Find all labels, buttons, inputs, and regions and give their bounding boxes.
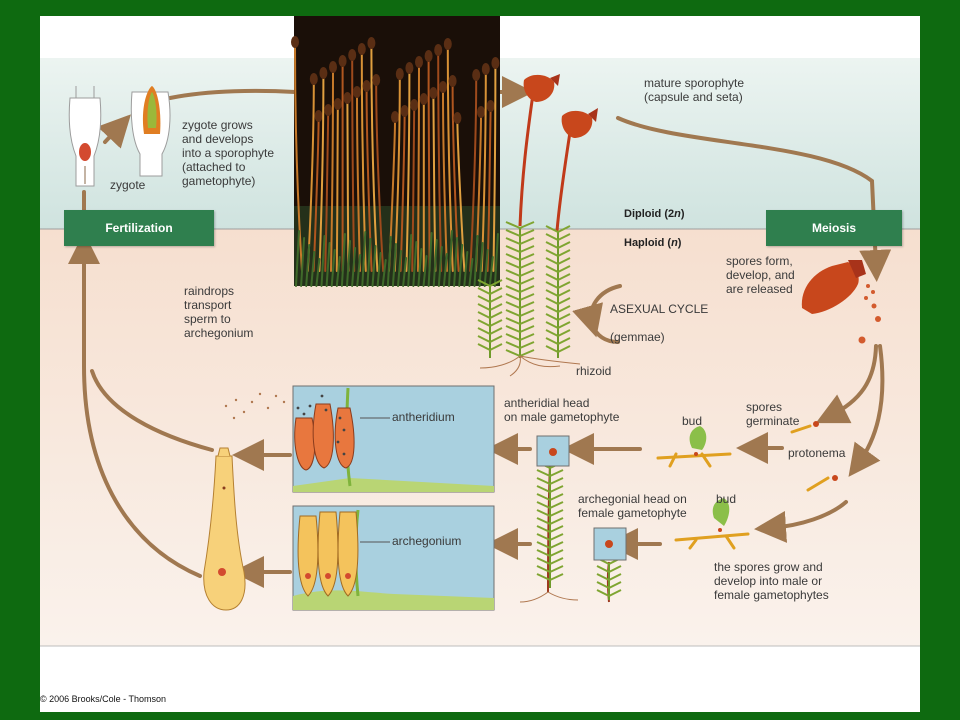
mature-sporophyte-label: mature sporophyte (capsule and seta) bbox=[644, 76, 745, 104]
arrow-zygote-to-photo bbox=[168, 88, 297, 100]
diploid-label: Diploid (2n) bbox=[624, 208, 685, 220]
cycle-arrows bbox=[68, 76, 892, 588]
zygote-grows-label: zygote grows and develops into a sporoph… bbox=[182, 118, 275, 188]
antheridial-head-label: antheridial head on male gametophyte bbox=[504, 396, 620, 424]
asexual-cycle-label: ASEXUAL CYCLE bbox=[610, 302, 709, 316]
archegonium-label: archegonium bbox=[392, 534, 462, 548]
zygote-cell-illustration bbox=[68, 86, 102, 187]
arrow-gemmae bbox=[590, 322, 620, 344]
moss-photo-image bbox=[291, 16, 500, 287]
spores-germinate-label: spores germinate bbox=[746, 400, 800, 428]
young-sporophyte-illustration bbox=[130, 86, 171, 177]
protonema-label: protonema bbox=[788, 446, 846, 460]
arrow-spores-down-1 bbox=[815, 344, 878, 424]
bud-upper-label: bud bbox=[682, 414, 703, 428]
bud-illustration bbox=[689, 421, 838, 532]
fertilized-archegonium-illustration bbox=[203, 392, 286, 611]
arrow-spores-down-2 bbox=[848, 344, 885, 477]
spores-released-label: spores form, develop, and are released bbox=[726, 254, 795, 296]
zygote-label: zygote bbox=[110, 178, 146, 192]
spores-grow-label: the spores grow and develop into male or… bbox=[714, 560, 829, 602]
arrow-return-inner bbox=[90, 369, 214, 452]
raindrops-label: raindrops transport sperm to archegonium bbox=[184, 284, 254, 340]
arrow-zygote-grows bbox=[97, 114, 131, 149]
haploid-label: Haploid (n) bbox=[624, 237, 682, 249]
slide-area: Fertilization Meiosis Diploid (2n) Haplo… bbox=[40, 16, 920, 712]
sporophyte-plant-illustration bbox=[477, 74, 598, 377]
archegonium-panel bbox=[292, 505, 495, 611]
arrow-sporophyte-to-meiosis bbox=[616, 116, 892, 282]
gametophyte-illustration bbox=[519, 435, 627, 603]
protonema-illustration bbox=[656, 424, 830, 550]
antheridium-panel bbox=[292, 385, 495, 493]
copyright-credit: © 2006 Brooks/Cole - Thomson bbox=[40, 694, 167, 704]
moss-life-cycle-figure bbox=[40, 16, 920, 647]
archegonial-head-label: archegonial head on female gametophyte bbox=[578, 492, 687, 520]
meiosis-stage-box: Meiosis bbox=[766, 210, 902, 246]
rhizoid-label: rhizoid bbox=[576, 364, 612, 378]
arrow-return-left bbox=[68, 232, 202, 578]
fertilization-stage-box: Fertilization bbox=[64, 210, 214, 246]
meiosis-label: Meiosis bbox=[811, 221, 856, 235]
fertilization-label: Fertilization bbox=[105, 221, 173, 235]
antheridium-label: antheridium bbox=[392, 410, 455, 424]
arrow-asexual-cycle bbox=[572, 284, 622, 338]
capsule-illustration bbox=[801, 260, 881, 344]
bud-lower-label: bud bbox=[716, 492, 737, 506]
arrow-spores-down-3 bbox=[754, 500, 848, 543]
gemmae-label: (gemmae) bbox=[610, 330, 665, 344]
